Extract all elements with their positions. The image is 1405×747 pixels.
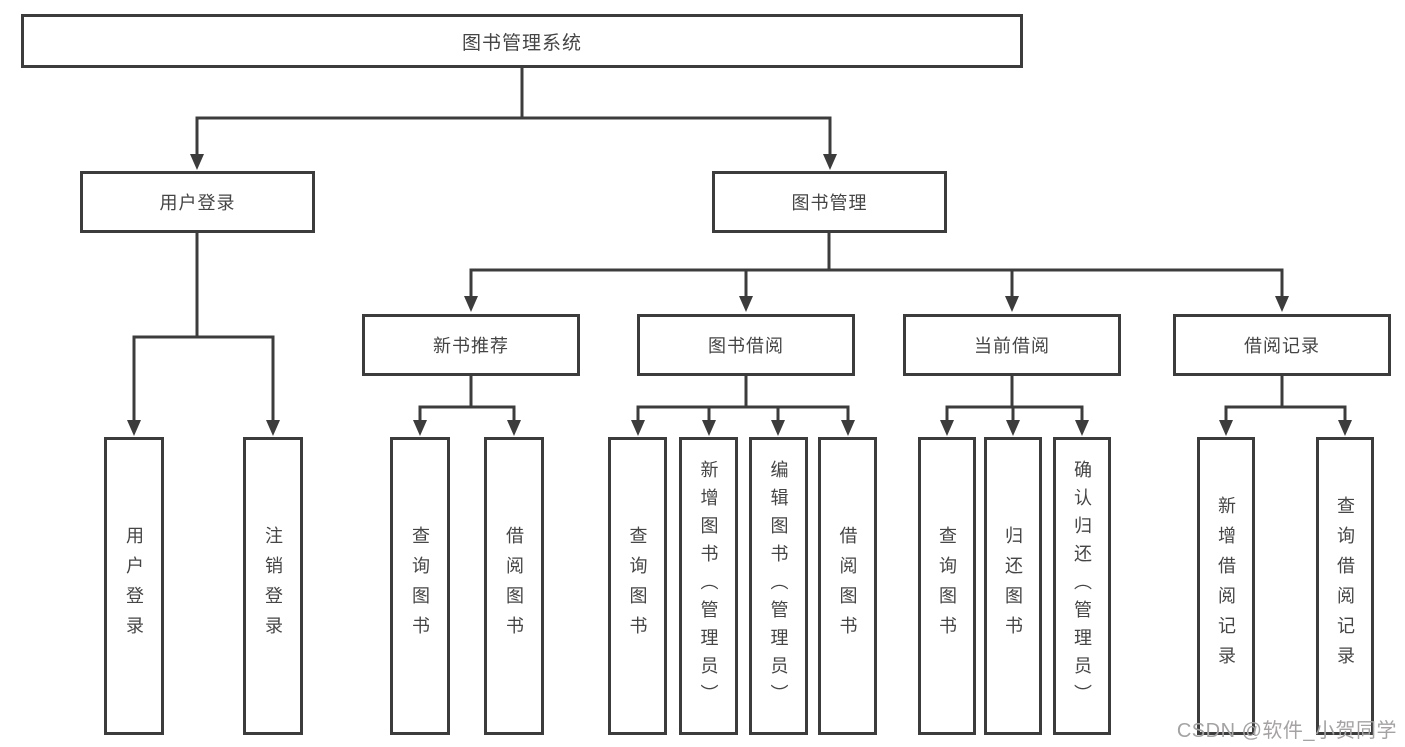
connector-borrow-records-to-leaves bbox=[1219, 376, 1352, 436]
node-user-login: 用户登录 bbox=[80, 171, 315, 233]
leaf-borrow-books-recommend: 借阅图书 bbox=[484, 437, 544, 735]
node-book-management: 图书管理 bbox=[712, 171, 947, 233]
node-current-borrow-label: 当前借阅 bbox=[974, 336, 1050, 356]
node-new-book-recommend-label: 新书推荐 bbox=[433, 336, 509, 356]
watermark-text: CSDN @软件_小贺同学 bbox=[1176, 720, 1397, 742]
leaf-add-borrow-record-label: 新增借阅记录 bbox=[1216, 496, 1236, 676]
connector-new-book-recommend-to-leaves bbox=[413, 376, 521, 436]
leaf-user-login-label: 用户登录 bbox=[124, 526, 144, 646]
connector-root-to-level2 bbox=[190, 68, 837, 170]
leaf-logout: 注销登录 bbox=[243, 437, 303, 735]
leaf-borrow-books-label: 借阅图书 bbox=[837, 526, 858, 646]
connector-user-login-to-leaves bbox=[127, 233, 280, 436]
node-current-borrow: 当前借阅 bbox=[903, 314, 1121, 376]
leaf-query-borrow-record-label: 查询借阅记录 bbox=[1335, 496, 1355, 676]
node-root-label: 图书管理系统 bbox=[461, 32, 582, 54]
leaf-edit-book-admin: 编辑图书（管理员） bbox=[749, 437, 808, 735]
leaf-query-books-current-label: 查询图书 bbox=[937, 526, 957, 646]
leaf-add-book-admin: 新增图书（管理员） bbox=[679, 437, 738, 735]
leaf-query-books-current: 查询图书 bbox=[918, 437, 976, 735]
leaf-confirm-return-admin: 确认归还（管理员） bbox=[1053, 437, 1111, 735]
connector-current-borrow-to-leaves bbox=[940, 376, 1089, 436]
node-book-management-label: 图书管理 bbox=[791, 193, 868, 213]
node-root: 图书管理系统 bbox=[21, 14, 1023, 68]
node-borrow-records-label: 借阅记录 bbox=[1244, 336, 1320, 356]
leaf-query-books-recommend-label: 查询图书 bbox=[410, 526, 430, 646]
leaf-confirm-return-admin-label: 确认归还（管理员） bbox=[1072, 460, 1092, 712]
node-user-login-label: 用户登录 bbox=[159, 193, 236, 213]
node-new-book-recommend: 新书推荐 bbox=[362, 314, 580, 376]
leaf-query-books-recommend: 查询图书 bbox=[390, 437, 450, 735]
node-book-borrow-label: 图书借阅 bbox=[708, 336, 784, 356]
leaf-logout-label: 注销登录 bbox=[263, 526, 283, 646]
leaf-borrow-books-recommend-label: 借阅图书 bbox=[504, 526, 524, 646]
node-borrow-records: 借阅记录 bbox=[1173, 314, 1391, 376]
leaf-return-book-label: 归还图书 bbox=[1003, 526, 1023, 646]
connector-book-mgmt-to-groups bbox=[464, 233, 1289, 312]
leaf-query-books-borrow: 查询图书 bbox=[608, 437, 667, 735]
leaf-query-books-borrow-label: 查询图书 bbox=[627, 526, 648, 646]
leaf-query-borrow-record: 查询借阅记录 bbox=[1316, 437, 1374, 735]
node-book-borrow: 图书借阅 bbox=[637, 314, 855, 376]
leaf-edit-book-admin-label: 编辑图书（管理员） bbox=[768, 460, 789, 712]
leaf-add-borrow-record: 新增借阅记录 bbox=[1197, 437, 1255, 735]
leaf-borrow-books: 借阅图书 bbox=[818, 437, 877, 735]
leaf-user-login: 用户登录 bbox=[104, 437, 164, 735]
leaf-return-book: 归还图书 bbox=[984, 437, 1042, 735]
leaf-add-book-admin-label: 新增图书（管理员） bbox=[698, 460, 719, 712]
connector-book-borrow-to-leaves bbox=[631, 376, 855, 436]
